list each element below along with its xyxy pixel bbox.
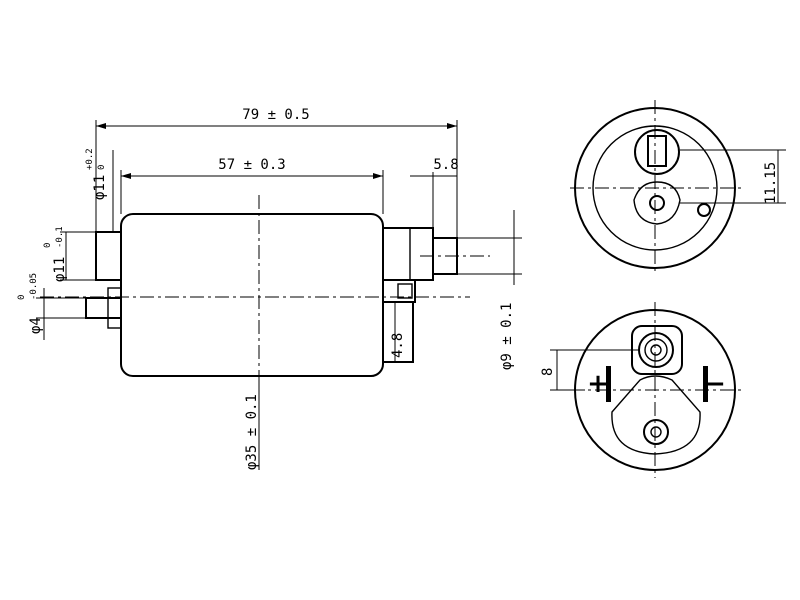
phi11-label: φ11 (92, 175, 108, 200)
arrow-body-left (121, 173, 131, 179)
phi4-tol-upper: 0 (17, 295, 27, 300)
outlet-length-label: 5.8 (433, 157, 458, 173)
phi11b-label: φ11 (52, 257, 68, 282)
positive-contact (606, 366, 611, 402)
arrow-body-right (373, 173, 383, 179)
shaft-hole (649, 195, 665, 211)
inlet-flange (107, 287, 122, 329)
bearing-boss (633, 181, 681, 225)
phi4-tol-lower: -0.05 (29, 273, 39, 300)
terminal-tab (382, 279, 416, 303)
terminal-pin (397, 283, 413, 299)
terminal-ring-outer (638, 332, 674, 368)
outlet-port-slot (647, 135, 667, 167)
positive-symbol: + (587, 369, 609, 399)
terminal-height-label: 4.8 (390, 333, 406, 358)
end-view-top: 11.15 (570, 100, 786, 275)
body-length-label: 57 ± 0.3 (218, 157, 285, 173)
terminal-ring-mid (644, 338, 668, 362)
arrow-right (447, 123, 457, 129)
end-view-bottom: + − 8 (540, 302, 745, 478)
phi11b-tol-upper: 0 (43, 243, 53, 248)
phi9-label: φ9 ± 0.1 (499, 303, 515, 370)
inlet-collar (95, 231, 122, 281)
negative-symbol: − (704, 369, 726, 399)
inlet-shaft (85, 297, 122, 319)
side-view: 79 ± 0.5 57 ± 0.3 5.8 φ11 +0.2 0 φ11 0 -… (17, 107, 522, 470)
outlet-housing (382, 227, 434, 281)
pump-body (120, 213, 384, 377)
phi11b-tol-lower: -0.1 (55, 226, 65, 248)
terminal-block (382, 301, 414, 363)
outlet-port-circle (634, 129, 680, 175)
end-offset-label: 11.15 (763, 162, 779, 204)
arrow-left (96, 123, 106, 129)
phi35-label: φ35 ± 0.1 (244, 394, 260, 470)
terminal-offset-label: 8 (540, 368, 556, 376)
overall-length-label: 79 ± 0.5 (242, 107, 309, 123)
inlet-port-outer (643, 419, 669, 445)
negative-contact (703, 366, 708, 402)
vent-hole (697, 203, 711, 217)
phi11-tol-lower: 0 (97, 165, 107, 170)
phi11-tol-upper: +0.2 (85, 148, 95, 170)
phi4-label: φ4 (28, 317, 44, 334)
bottom-boss (611, 375, 701, 455)
terminal-ring-inner (650, 344, 662, 356)
inlet-port-inner (650, 426, 662, 438)
